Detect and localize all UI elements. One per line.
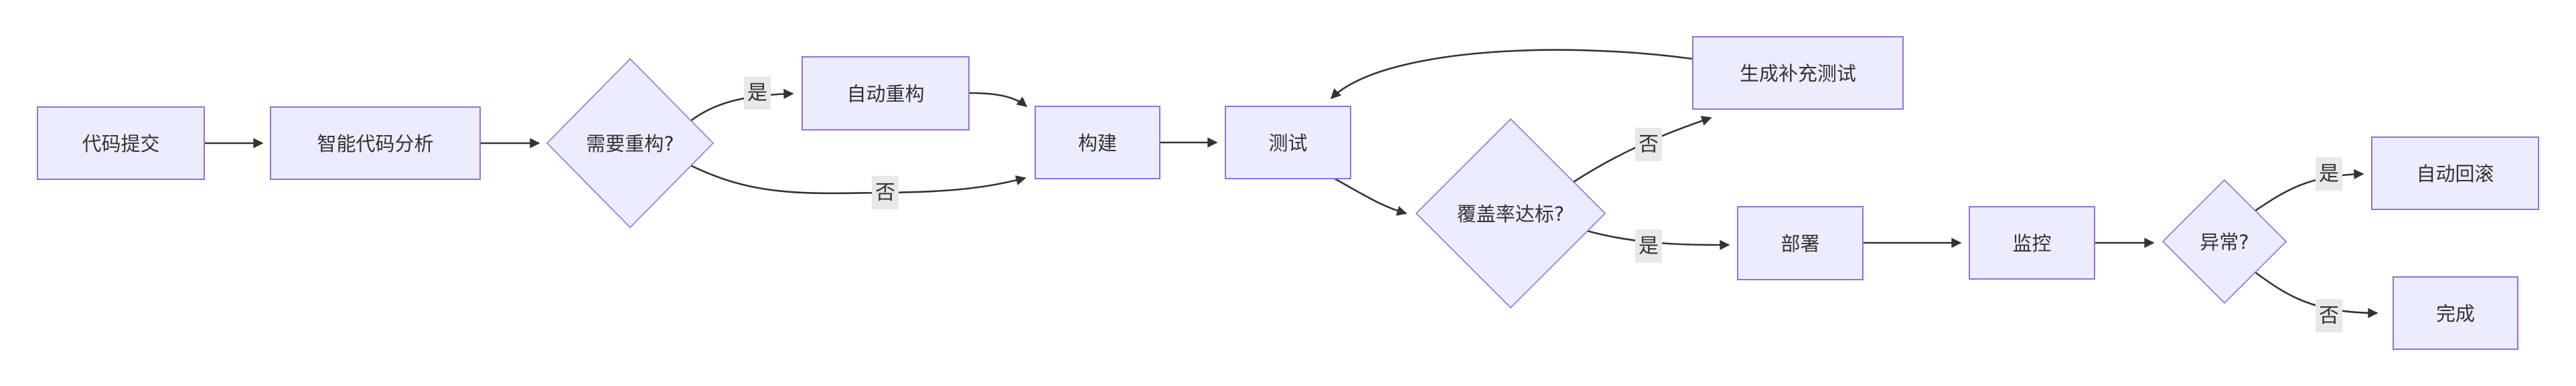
- edge-label-text: 是: [747, 82, 767, 105]
- edge-label-coverage_ok-gen_tests: 否: [1635, 128, 1662, 161]
- node-label-deploy: 部署: [1781, 233, 1819, 256]
- node-label-commit: 代码提交: [82, 132, 159, 155]
- edge-label-bg: [744, 76, 771, 110]
- edge-path-anomaly-rollback: [2255, 169, 2364, 212]
- edge-anomaly-rollback: [2255, 169, 2364, 212]
- node-label-auto_refactor: 自动重构: [846, 83, 924, 106]
- edge-label-bg: [872, 176, 899, 209]
- edge-label-need_refactor-build: 否: [872, 176, 899, 209]
- edge-gen_tests-test: [1330, 49, 1693, 100]
- edge-label-anomaly-done: 否: [2316, 299, 2342, 332]
- node-label-analyze: 智能代码分析: [317, 132, 433, 155]
- edge-label-bg: [2316, 157, 2342, 191]
- node-label-build: 构建: [1078, 132, 1117, 155]
- edge-label-coverage_ok-deploy: 是: [1635, 229, 1662, 263]
- node-shape-monitor: [1969, 206, 2095, 280]
- node-shape-rollback: [2371, 136, 2539, 210]
- node-shape-done: [2393, 276, 2518, 350]
- edge-test-coverage_ok: [1334, 177, 1408, 216]
- edge-label-need_refactor-auto_refactor: 是: [744, 76, 771, 110]
- node-shape-anomaly: [2162, 179, 2287, 304]
- node-label-done: 完成: [2436, 302, 2475, 325]
- node-shape-gen_tests: [1692, 36, 1904, 110]
- node-monitor: 监控: [1969, 206, 2095, 280]
- edge-need_refactor-auto_refactor: [690, 88, 794, 122]
- edge-path-gen_tests-test: [1330, 49, 1693, 100]
- node-commit: 代码提交: [37, 106, 205, 180]
- edge-path-need_refactor-auto_refactor: [690, 88, 794, 122]
- edge-auto_refactor-build: [968, 92, 1028, 108]
- node-shape-need_refactor: [546, 58, 714, 229]
- node-label-test: 测试: [1268, 132, 1307, 155]
- node-test: 测试: [1225, 106, 1351, 179]
- edge-label-text: 是: [2319, 163, 2339, 186]
- node-shape-auto_refactor: [802, 56, 970, 130]
- node-label-anomaly: 异常?: [2200, 231, 2249, 254]
- node-shape-commit: [37, 106, 205, 180]
- edge-label-anomaly-rollback: 是: [2316, 157, 2342, 191]
- node-shape-analyze: [270, 106, 481, 180]
- edge-path-need_refactor-build: [690, 164, 1027, 195]
- edge-label-text: 否: [875, 181, 895, 205]
- node-label-need_refactor: 需要重构?: [586, 132, 674, 155]
- node-deploy: 部署: [1737, 206, 1864, 280]
- node-gen_tests: 生成补充测试: [1692, 36, 1904, 110]
- edge-path-anomaly-done: [2255, 271, 2378, 318]
- edge-path-test-coverage_ok: [1334, 177, 1408, 216]
- node-shape-coverage_ok: [1415, 118, 1606, 309]
- edge-label-text: 否: [1639, 133, 1659, 157]
- node-shape-build: [1035, 106, 1160, 179]
- node-label-gen_tests: 生成补充测试: [1740, 62, 1856, 85]
- edge-label-text: 是: [1639, 235, 1659, 258]
- edge-path-auto_refactor-build: [968, 92, 1028, 108]
- edge-need_refactor-build: [690, 164, 1027, 195]
- edge-label-bg: [2316, 299, 2342, 332]
- node-anomaly: 异常?: [2162, 179, 2287, 304]
- node-auto_refactor: 自动重构: [802, 56, 970, 130]
- edge-label-bg: [1635, 128, 1662, 161]
- node-label-rollback: 自动回滚: [2416, 163, 2494, 185]
- node-build: 构建: [1035, 106, 1160, 179]
- node-shape-deploy: [1737, 206, 1864, 280]
- node-need_refactor: 需要重构?: [546, 58, 714, 229]
- node-rollback: 自动回滚: [2371, 136, 2539, 210]
- node-done: 完成: [2393, 276, 2518, 350]
- edge-label-text: 否: [2319, 304, 2339, 328]
- node-label-monitor: 监控: [2012, 232, 2051, 255]
- node-label-coverage_ok: 覆盖率达标?: [1457, 203, 1564, 225]
- edge-anomaly-done: [2255, 271, 2378, 318]
- node-shape-test: [1225, 106, 1351, 179]
- node-analyze: 智能代码分析: [270, 106, 481, 180]
- node-coverage_ok: 覆盖率达标?: [1415, 118, 1606, 309]
- edge-label-bg: [1635, 229, 1662, 263]
